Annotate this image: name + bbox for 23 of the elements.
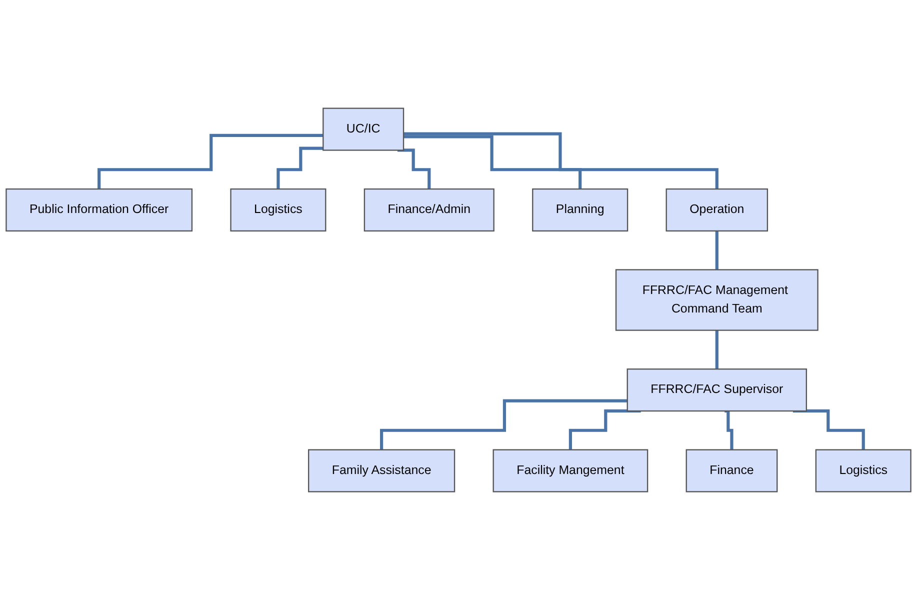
connector	[98, 134, 324, 191]
connector	[715, 328, 718, 371]
connector	[404, 132, 718, 191]
node-box: Planning	[532, 188, 628, 232]
connector	[568, 409, 641, 452]
connector	[398, 148, 431, 191]
node-box: Public Information Officer	[6, 188, 193, 232]
connector	[715, 229, 718, 272]
connector	[276, 146, 324, 191]
node-box: Operation	[666, 188, 768, 232]
node-box: UC/IC	[322, 108, 404, 151]
connector	[792, 409, 865, 452]
node-box: Logistics	[815, 449, 912, 492]
node-box: Finance/Admin	[364, 188, 494, 232]
connector	[380, 399, 628, 452]
node-box: Logistics	[230, 188, 326, 232]
node-box: Facility Mangement	[492, 449, 648, 492]
node-box: Family Assistance	[308, 449, 456, 492]
node-box: FFRRC/FAC Management Command Team	[615, 269, 818, 331]
connector	[724, 409, 734, 452]
node-box: Finance	[686, 449, 778, 492]
node-box: FFRRC/FAC Supervisor	[626, 368, 807, 412]
connector	[404, 135, 582, 191]
